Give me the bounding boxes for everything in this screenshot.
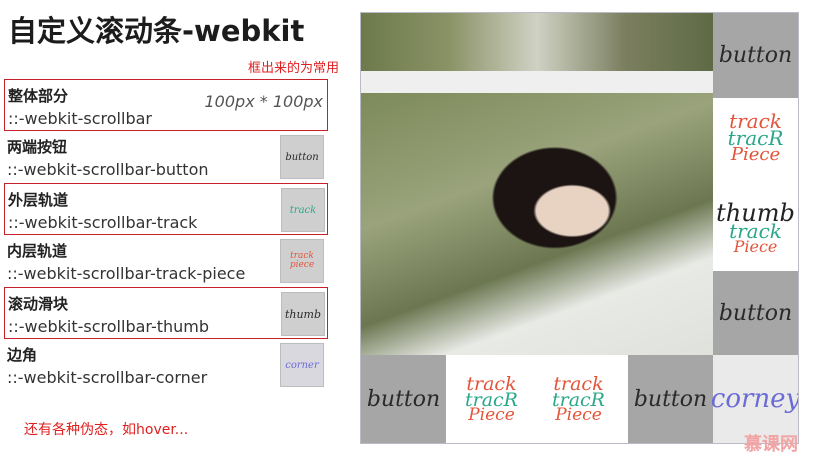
vertical-scrollbar-thumb[interactable]: thumb track Piece: [713, 183, 798, 273]
common-note: 框出来的为常用: [248, 61, 340, 76]
track-piece-text-2: tracR: [552, 388, 605, 411]
track-piece-text-1: track: [729, 109, 782, 134]
thumb-preview-image: thumb: [281, 292, 325, 336]
button-preview-image: button: [280, 135, 324, 179]
vertical-scrollbar-button-top[interactable]: button: [713, 13, 798, 98]
row-size: 100px * 100px: [204, 92, 324, 111]
corner-preview-image: corner: [280, 343, 324, 387]
row-scrollbar-corner: 边角 ::-webkit-scrollbar-corner corner: [4, 339, 326, 389]
button-label: button: [718, 300, 793, 326]
scrollbar-demo-illustration: button track tracR Piece thumb track Pie…: [360, 12, 799, 444]
photo-top-strip: [361, 13, 713, 71]
piece-label: Piece: [733, 236, 778, 256]
track-piece-text-2: tracR: [465, 388, 518, 411]
track-piece-text-3: Piece: [555, 404, 602, 425]
vertical-scrollbar: button track tracR Piece thumb track Pie…: [713, 13, 798, 355]
track-piece-text-3: Piece: [468, 404, 515, 425]
row-name: 内层轨道: [7, 242, 68, 260]
row-selector: ::-webkit-scrollbar-corner: [7, 368, 208, 387]
track-piece-preview-label: track piece: [289, 251, 315, 270]
pseudo-state-note: 还有各种伪态，如hover...: [24, 422, 189, 438]
row-name: 两端按钮: [7, 138, 68, 156]
row-scrollbar-track-piece: 内层轨道 ::-webkit-scrollbar-track-piece tra…: [4, 235, 326, 285]
vertical-scrollbar-button-bottom[interactable]: button: [713, 271, 798, 355]
row-scrollbar-track: 外层轨道 ::-webkit-scrollbar-track track: [4, 183, 328, 235]
track-preview-label: track: [289, 204, 317, 216]
track-piece-text-2: tracR: [727, 126, 784, 151]
page-title: 自定义滚动条-webkit: [8, 14, 305, 48]
button-label: button: [366, 386, 441, 412]
horizontal-track-piece-right: track tracR Piece: [536, 355, 621, 443]
row-name: 外层轨道: [8, 191, 69, 209]
row-selector: ::-webkit-scrollbar-button: [7, 160, 209, 179]
scrollbar-corner: corney: [710, 384, 799, 414]
vertical-track-piece-top: track tracR Piece: [713, 108, 798, 168]
row-name: 滚动滑块: [8, 295, 69, 313]
button-label: button: [633, 386, 708, 412]
row-name: 整体部分: [8, 87, 69, 105]
horizontal-track-piece-left: track tracR Piece: [449, 355, 534, 443]
row-scrollbar-thumb: 滚动滑块 ::-webkit-scrollbar-thumb thumb: [4, 287, 328, 339]
row-selector: ::-webkit-scrollbar-track: [8, 213, 198, 232]
row-scrollbar-button: 两端按钮 ::-webkit-scrollbar-button button: [4, 131, 326, 181]
row-selector: ::-webkit-scrollbar-thumb: [8, 317, 210, 336]
horizontal-scrollbar: button track tracR Piece track tracR Pie…: [361, 355, 713, 443]
site-logo: 慕课网: [744, 434, 798, 455]
track-piece-preview-image: track piece: [280, 239, 324, 283]
button-preview-label: button: [285, 151, 319, 163]
track-piece-text-1: track: [553, 372, 604, 395]
track-piece-text-1: track: [466, 372, 517, 395]
thumb-label: thumb: [716, 198, 795, 227]
row-selector: ::-webkit-scrollbar: [8, 109, 152, 128]
thumb-preview-label: thumb: [284, 307, 322, 321]
photo-gap: [361, 71, 713, 93]
button-label: button: [718, 43, 793, 68]
track-label: track: [729, 218, 782, 243]
row-selector: ::-webkit-scrollbar-track-piece: [7, 264, 246, 283]
horizontal-scrollbar-button-right[interactable]: button: [628, 355, 713, 443]
corner-preview-label: corner: [285, 359, 319, 371]
track-preview-image: track: [281, 188, 325, 232]
demo-photo: [361, 93, 713, 355]
row-name: 边角: [7, 346, 38, 364]
track-piece-text-3: Piece: [730, 144, 781, 166]
horizontal-scrollbar-button-left[interactable]: button: [361, 355, 446, 443]
row-scrollbar: 整体部分 ::-webkit-scrollbar 100px * 100px: [4, 79, 328, 131]
